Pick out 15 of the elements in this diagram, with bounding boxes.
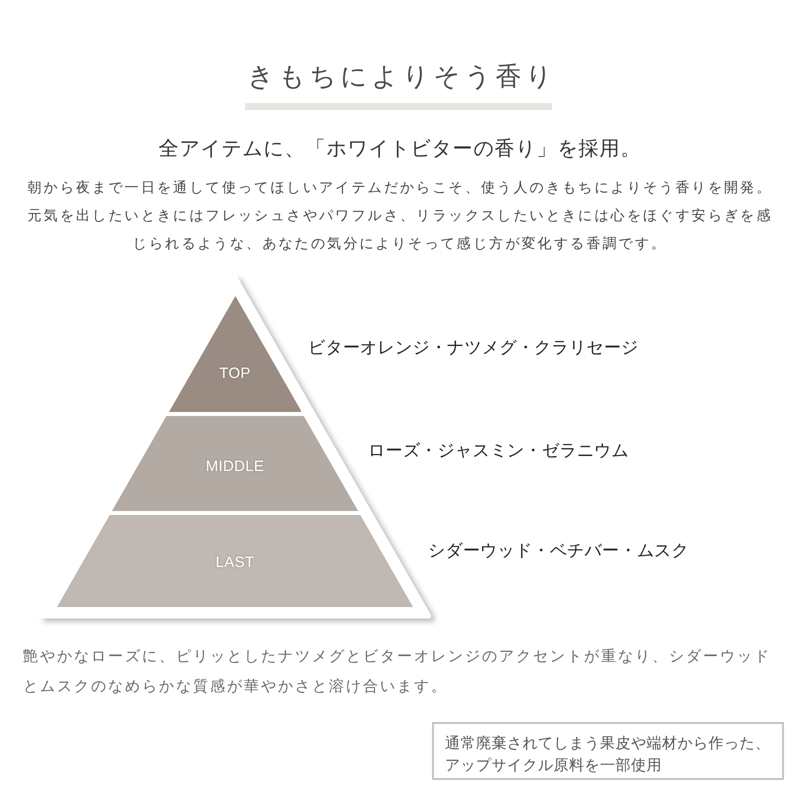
tier-label: LAST <box>216 553 254 573</box>
ingredient-list: ビターオレンジ・ナツメグ・クラリセージ <box>308 338 639 358</box>
note-text: 通常廃棄されてしまう果皮や端材から作った、アップサイクル原料を一部使用 <box>445 733 772 776</box>
heading: きもちによりそう香り <box>246 61 556 94</box>
tier-label: MIDDLE <box>206 457 264 477</box>
pyramid-tier <box>168 296 302 412</box>
description-text: 艶やかなローズに、ピリッとしたナツメグとビターオレンジのアクセントが重なり、シダーウッドとムスクのなめらかな質感が華やかさと溶け合います。 <box>23 646 772 697</box>
pyramid-tier <box>57 515 413 607</box>
tier-label: TOP <box>219 364 251 384</box>
body-text: 朝から夜まで一日を通して使ってほしいアイテムだからこそ、使う人のきもちによりそう香りを開発。元気を出したいときにはフレッシュさやパワフルさ、リラックスしたいときには心をほぐす安らぎを感じられるような、あなたの気分によりそって感じ方が変化する香調です。 <box>26 179 774 254</box>
ingredient-list: ローズ・ジャスミン・ゼラニウム <box>368 441 629 461</box>
ingredient-list: シダーウッド・ベチバー・ムスク <box>428 541 689 561</box>
subheading: 全アイテムに、「ホワイトビターの香り」を採用。 <box>158 135 642 162</box>
pyramid-tier <box>112 416 358 511</box>
note-panel <box>432 722 784 780</box>
